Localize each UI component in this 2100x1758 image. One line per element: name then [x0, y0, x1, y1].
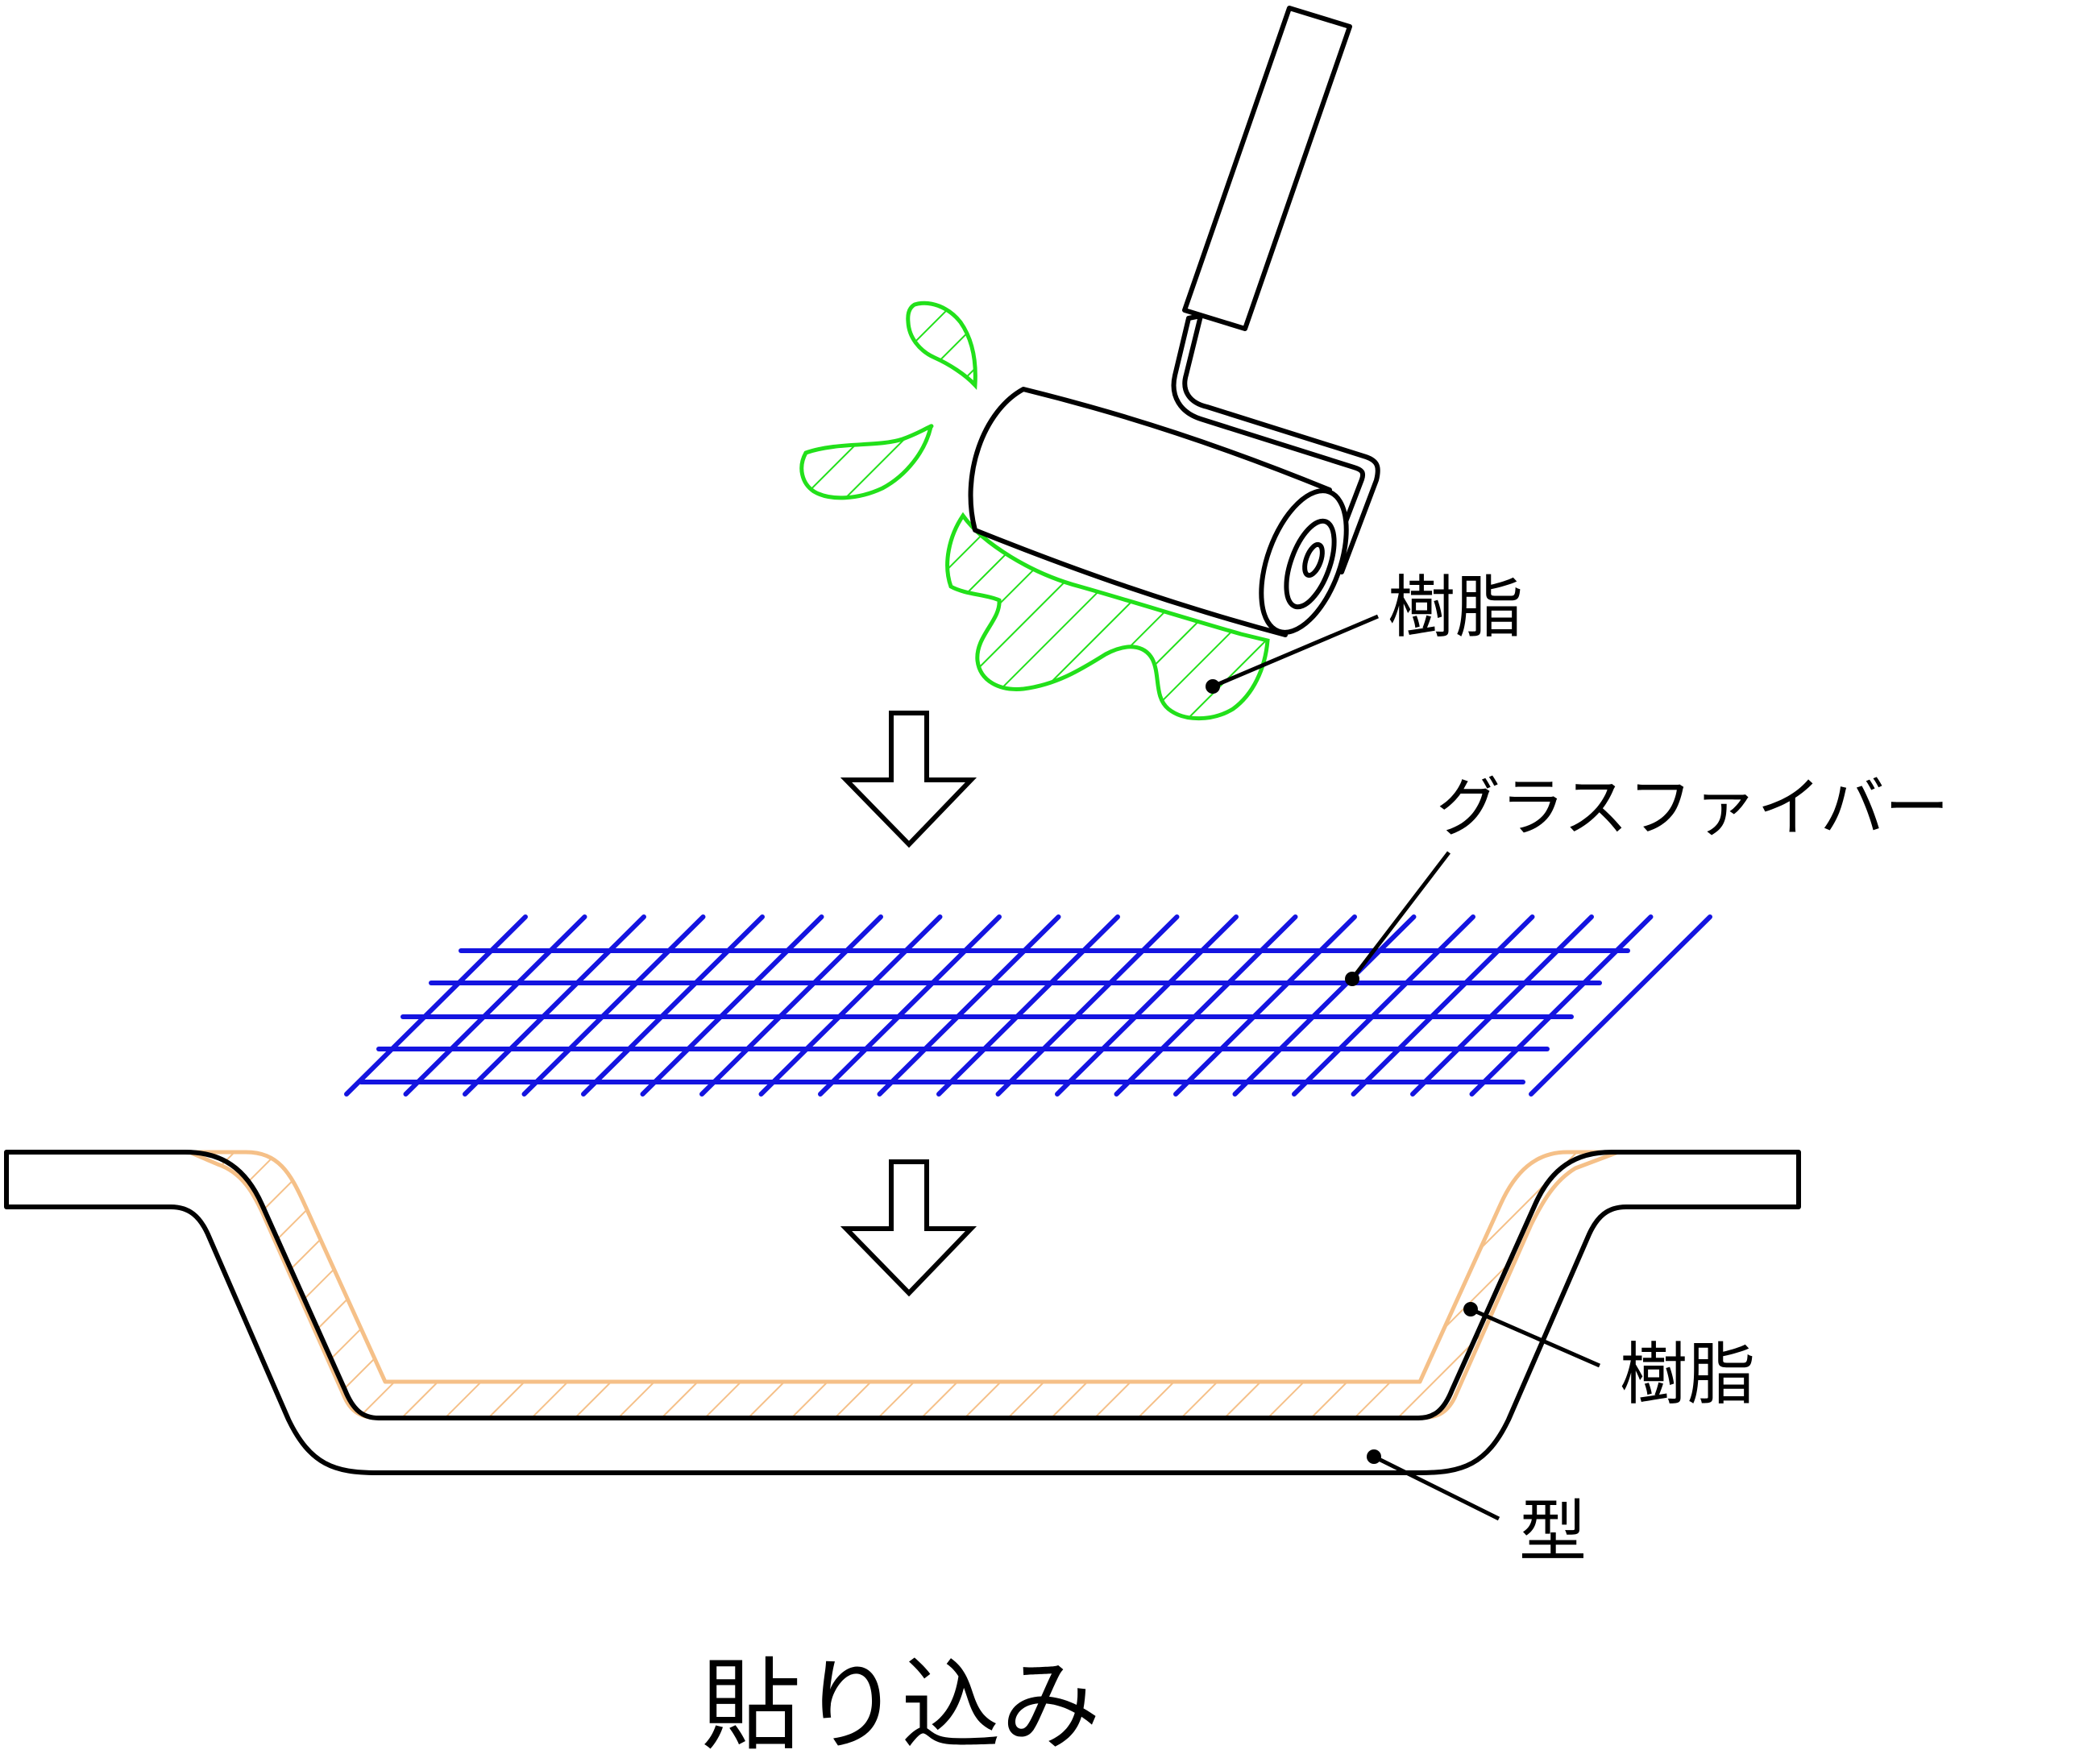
callout-dot	[1463, 1302, 1478, 1316]
roller-cylinder	[968, 387, 1332, 637]
roller	[968, 6, 1380, 637]
roller-handle	[1182, 6, 1352, 331]
fiber-warp-line	[877, 914, 1061, 1097]
fiber-warp-line	[758, 914, 943, 1097]
fiber-warp-line	[521, 914, 706, 1097]
resin-mold-callout	[1463, 1302, 1601, 1368]
mold-callout	[1367, 1449, 1500, 1521]
fiber-warp-line	[640, 914, 824, 1097]
fiber-warp-line	[1114, 914, 1298, 1097]
fiber-warp-line	[818, 914, 1002, 1097]
callout-dot	[1206, 679, 1220, 694]
fiber-warp-line	[403, 914, 587, 1097]
fiber-warp-line	[1292, 914, 1475, 1097]
mold	[4, 1150, 1801, 1475]
glass-fiber-mesh	[344, 914, 1712, 1097]
down-arrow-2	[840, 1159, 977, 1297]
down-arrow-1	[840, 711, 977, 848]
callout-dot	[1345, 972, 1359, 986]
fiber-warp-line	[699, 914, 883, 1097]
fiber-warp-line	[1351, 914, 1535, 1097]
resin-layer	[187, 1150, 1621, 1420]
fiber-warp-line	[344, 914, 528, 1097]
resin-mold-label: 樹脂	[1620, 1335, 1755, 1414]
glass-fiber-label: グラスファイバー	[1436, 770, 1949, 845]
resin-top-callout	[1206, 614, 1379, 694]
roller-axle	[1302, 541, 1325, 578]
fiber-warp-line	[995, 914, 1180, 1097]
resin-drop-upper	[906, 301, 977, 391]
resin-puddle	[945, 512, 1270, 721]
fiber-warp-line	[1232, 914, 1417, 1097]
caption: 貼り込み	[701, 1648, 1101, 1758]
fiber-warp-line	[1469, 914, 1654, 1097]
fiber-warp-line	[1055, 914, 1239, 1097]
resin-drop-left	[799, 424, 934, 500]
fiber-warp-line	[463, 914, 646, 1097]
fiber-warp-line	[1529, 914, 1712, 1097]
resin-top-label: 樹脂	[1388, 568, 1523, 647]
callout-dot	[1367, 1449, 1381, 1464]
glass-fiber-callout	[1345, 851, 1450, 986]
fiber-warp-line	[936, 914, 1120, 1097]
resin-splash-group	[799, 301, 1270, 721]
fiber-warp-line	[1173, 914, 1357, 1097]
fiber-warp-line	[1410, 914, 1594, 1097]
mold-label: 型	[1519, 1492, 1587, 1571]
fiber-warp-line	[581, 914, 765, 1097]
